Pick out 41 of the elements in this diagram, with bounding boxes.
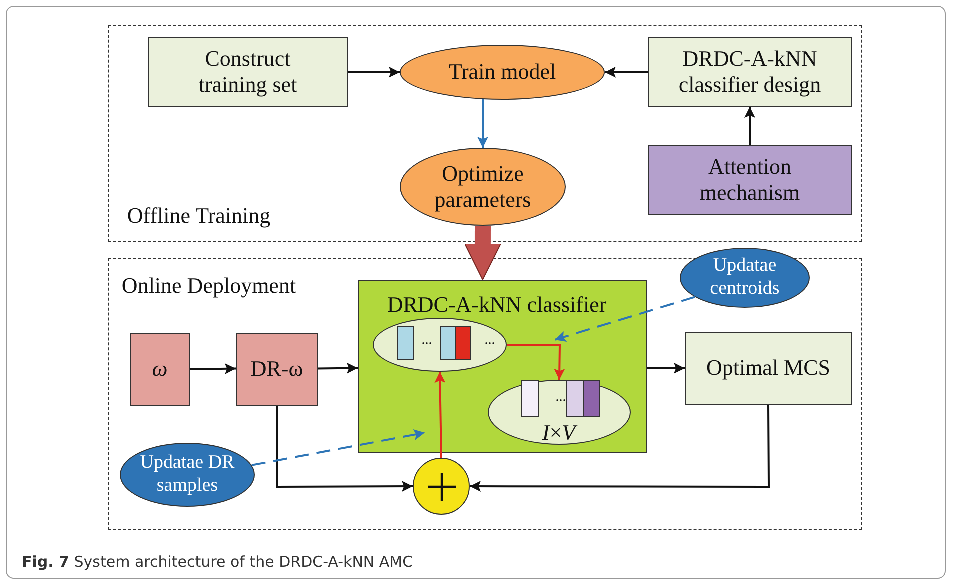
arrow bbox=[604, 66, 648, 78]
node-label: Train model bbox=[448, 59, 556, 86]
node-label: Construct training set bbox=[198, 46, 298, 98]
node-label: DRDC-A-kNN classifier bbox=[387, 292, 607, 318]
dashed-group-box bbox=[108, 25, 862, 242]
group-label: Offline Training bbox=[127, 203, 271, 229]
arrow bbox=[478, 100, 488, 148]
node-label: ω bbox=[152, 356, 168, 383]
classifier-box bbox=[358, 280, 647, 453]
process-box bbox=[148, 37, 348, 107]
ellipsis-text: ... bbox=[556, 390, 566, 406]
node-label: DR-ω bbox=[250, 356, 304, 383]
arrow bbox=[470, 405, 770, 492]
ellipsis-text: ... bbox=[422, 333, 432, 349]
process-box bbox=[648, 145, 852, 215]
arrow bbox=[647, 362, 685, 374]
group-label: Online Deployment bbox=[122, 273, 296, 299]
dashed-arrow bbox=[554, 296, 696, 342]
process-box bbox=[648, 37, 852, 107]
dashed-group-box bbox=[108, 258, 862, 530]
arrow bbox=[507, 344, 566, 380]
process-box bbox=[685, 332, 852, 405]
block-arrow bbox=[464, 226, 502, 280]
dashed-arrow bbox=[252, 430, 426, 466]
process-box bbox=[130, 333, 190, 406]
ellipsis-text: ... bbox=[484, 333, 496, 349]
matrix-label: I×V bbox=[542, 420, 576, 446]
arrow bbox=[318, 362, 358, 374]
process-box bbox=[236, 333, 318, 406]
node-label: Updatae DR samples bbox=[139, 452, 236, 498]
node-label: Updatae centroids bbox=[709, 255, 781, 301]
node-label: DRDC-A-kNN classifier design bbox=[678, 46, 822, 98]
node-label: Optimize parameters bbox=[434, 160, 532, 214]
arrow bbox=[744, 107, 756, 145]
node-label: Optimal MCS bbox=[706, 355, 831, 382]
arrow bbox=[348, 66, 400, 78]
node-label: Attention mechanism bbox=[698, 154, 802, 206]
figure-caption: Fig. 7 System architecture of the DRDC-A-kNN AMC bbox=[22, 553, 414, 571]
arrow bbox=[190, 363, 236, 374]
arrow bbox=[276, 406, 413, 492]
arrow bbox=[434, 372, 446, 458]
